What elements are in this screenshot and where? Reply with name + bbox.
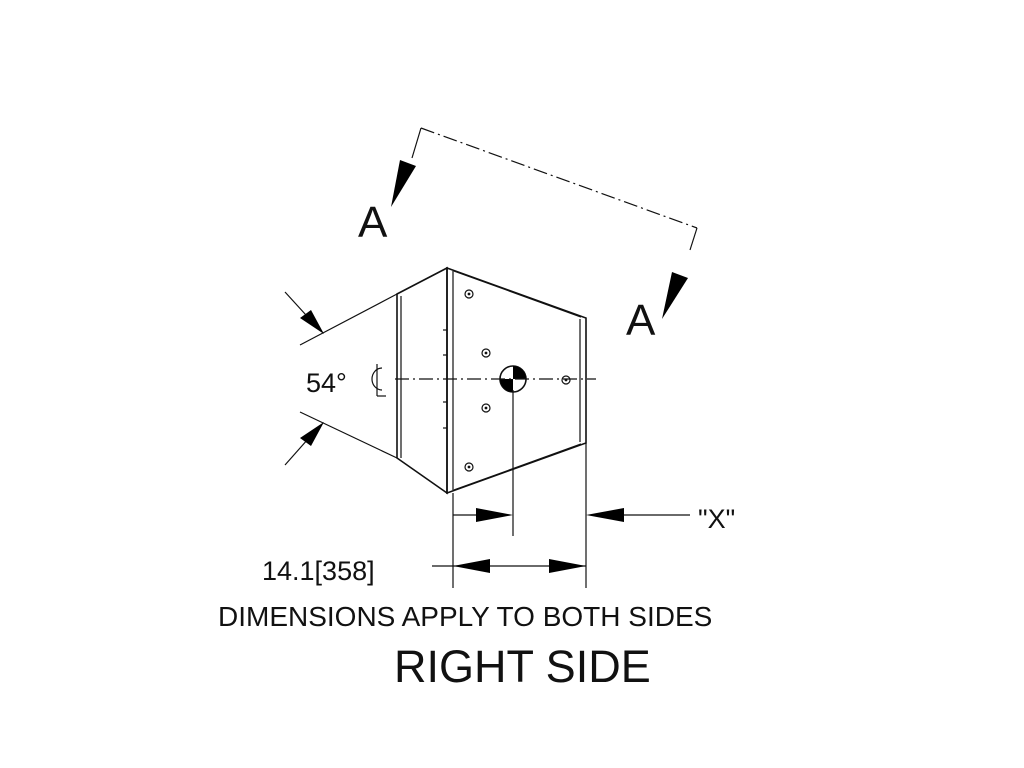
width-arrow-left (453, 559, 490, 573)
x-dimension-label: "X" (698, 504, 735, 534)
section-line-left-leg (411, 127, 422, 159)
angle-extension-bottom (299, 411, 398, 459)
section-marker-left: A (358, 198, 388, 247)
angle-arrow-bottom (300, 422, 324, 446)
x-dimension (453, 390, 690, 588)
bolt-center (467, 292, 471, 296)
face-inner-edge-bottom (453, 443, 582, 491)
angle-label: 54° (306, 368, 347, 398)
view-title: RIGHT SIDE (394, 641, 651, 692)
angle-extension-top (299, 293, 398, 346)
section-arrow-right (662, 272, 688, 319)
width-dimension-label: 14.1[358] (262, 556, 375, 586)
centerline-icon (371, 364, 386, 397)
angle-arrow-top (300, 310, 324, 334)
section-marker-right: A (626, 296, 656, 345)
width-arrow-right (549, 559, 586, 573)
section-line-right-leg (689, 227, 698, 251)
section-cut-line (391, 127, 698, 319)
angle-dimension (284, 291, 398, 466)
section-arrow-left (391, 160, 416, 207)
bolt-center (484, 406, 488, 410)
width-dimension (432, 493, 586, 588)
face-inner-edge-top (453, 270, 582, 318)
dimension-note: DIMENSIONS APPLY TO BOTH SIDES (218, 601, 712, 632)
x-arrow-left (476, 508, 513, 522)
unit-body (396, 266, 587, 495)
section-line-dashdot (420, 127, 698, 229)
bolt-center (467, 465, 471, 469)
side-flange (396, 266, 448, 495)
bolt-center (484, 351, 488, 355)
x-arrow-right (586, 508, 624, 522)
